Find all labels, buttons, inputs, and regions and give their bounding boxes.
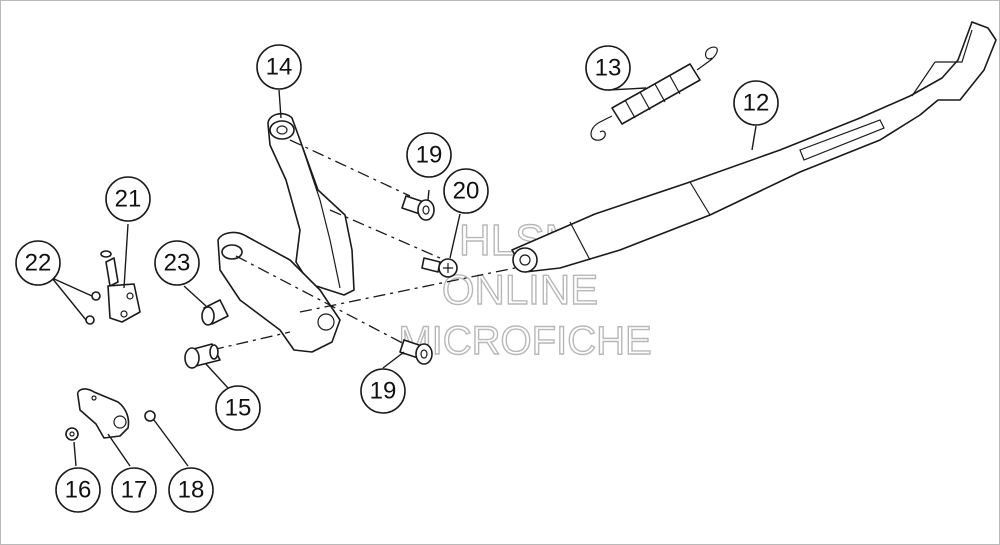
callout-14: 14	[256, 44, 302, 90]
callout-18: 18	[168, 467, 214, 513]
callout-17-label: 17	[121, 477, 148, 504]
callout-18-label: 18	[178, 477, 205, 504]
callout-21: 21	[105, 176, 151, 222]
leader-22	[51, 277, 93, 321]
leader-18	[153, 419, 189, 467]
leader-20	[449, 213, 461, 259]
callout-14-label: 14	[266, 54, 293, 81]
callout-17: 17	[111, 467, 157, 513]
part-15-bush	[184, 343, 221, 369]
part-23-bush	[201, 299, 229, 326]
watermark-line-3: MICROFICHE	[398, 319, 651, 363]
callout-16-label: 16	[65, 477, 92, 504]
callout-19-lower: 19	[360, 368, 406, 414]
callout-13-label: 13	[595, 55, 622, 82]
part-16-nut	[65, 427, 79, 441]
leader-17	[107, 433, 131, 467]
callout-15: 15	[215, 385, 261, 431]
leader-15	[205, 363, 229, 389]
leader-16	[73, 441, 77, 467]
callout-12-label: 12	[743, 90, 770, 117]
part-18-ring	[144, 410, 156, 422]
part-14-bracket	[267, 112, 355, 296]
callout-19-upper: 19	[406, 132, 452, 178]
callout-21-label: 21	[115, 186, 142, 213]
leader-23	[183, 285, 207, 307]
callout-23: 23	[154, 240, 200, 286]
callout-15-label: 15	[225, 395, 252, 422]
watermark-line-2: ONLINE	[442, 266, 598, 313]
callouts: 12 13 14 15 16 17 18 19	[15, 44, 779, 513]
callout-22-label: 22	[25, 250, 52, 277]
leader-14	[278, 89, 282, 119]
leader-12	[751, 125, 757, 151]
part-17-plate	[76, 388, 130, 439]
callout-23-label: 23	[164, 250, 191, 277]
part-22-screws	[85, 291, 101, 325]
callout-13: 13	[585, 45, 631, 91]
callout-19-lower-label: 19	[370, 378, 397, 405]
part-19-bolt-lower	[399, 339, 433, 365]
callout-22: 22	[15, 240, 61, 286]
part-20-bolt	[421, 257, 458, 278]
part-12-side-stand	[511, 21, 997, 273]
assembly-lines	[211, 139, 516, 351]
callout-20-label: 20	[453, 178, 480, 205]
callout-12: 12	[733, 80, 779, 126]
part-14-lower-plate	[217, 231, 341, 353]
leader-19a	[427, 189, 430, 201]
callout-20: 20	[443, 168, 489, 214]
leader-21	[123, 223, 129, 289]
part-13-spring	[590, 46, 718, 141]
callout-16: 16	[55, 467, 101, 513]
callout-19-upper-label: 19	[416, 142, 443, 169]
leader-lines	[51, 87, 757, 467]
leader-19b	[382, 351, 405, 369]
part-19-bolt-upper	[401, 195, 435, 221]
part-21-switch	[100, 250, 141, 323]
